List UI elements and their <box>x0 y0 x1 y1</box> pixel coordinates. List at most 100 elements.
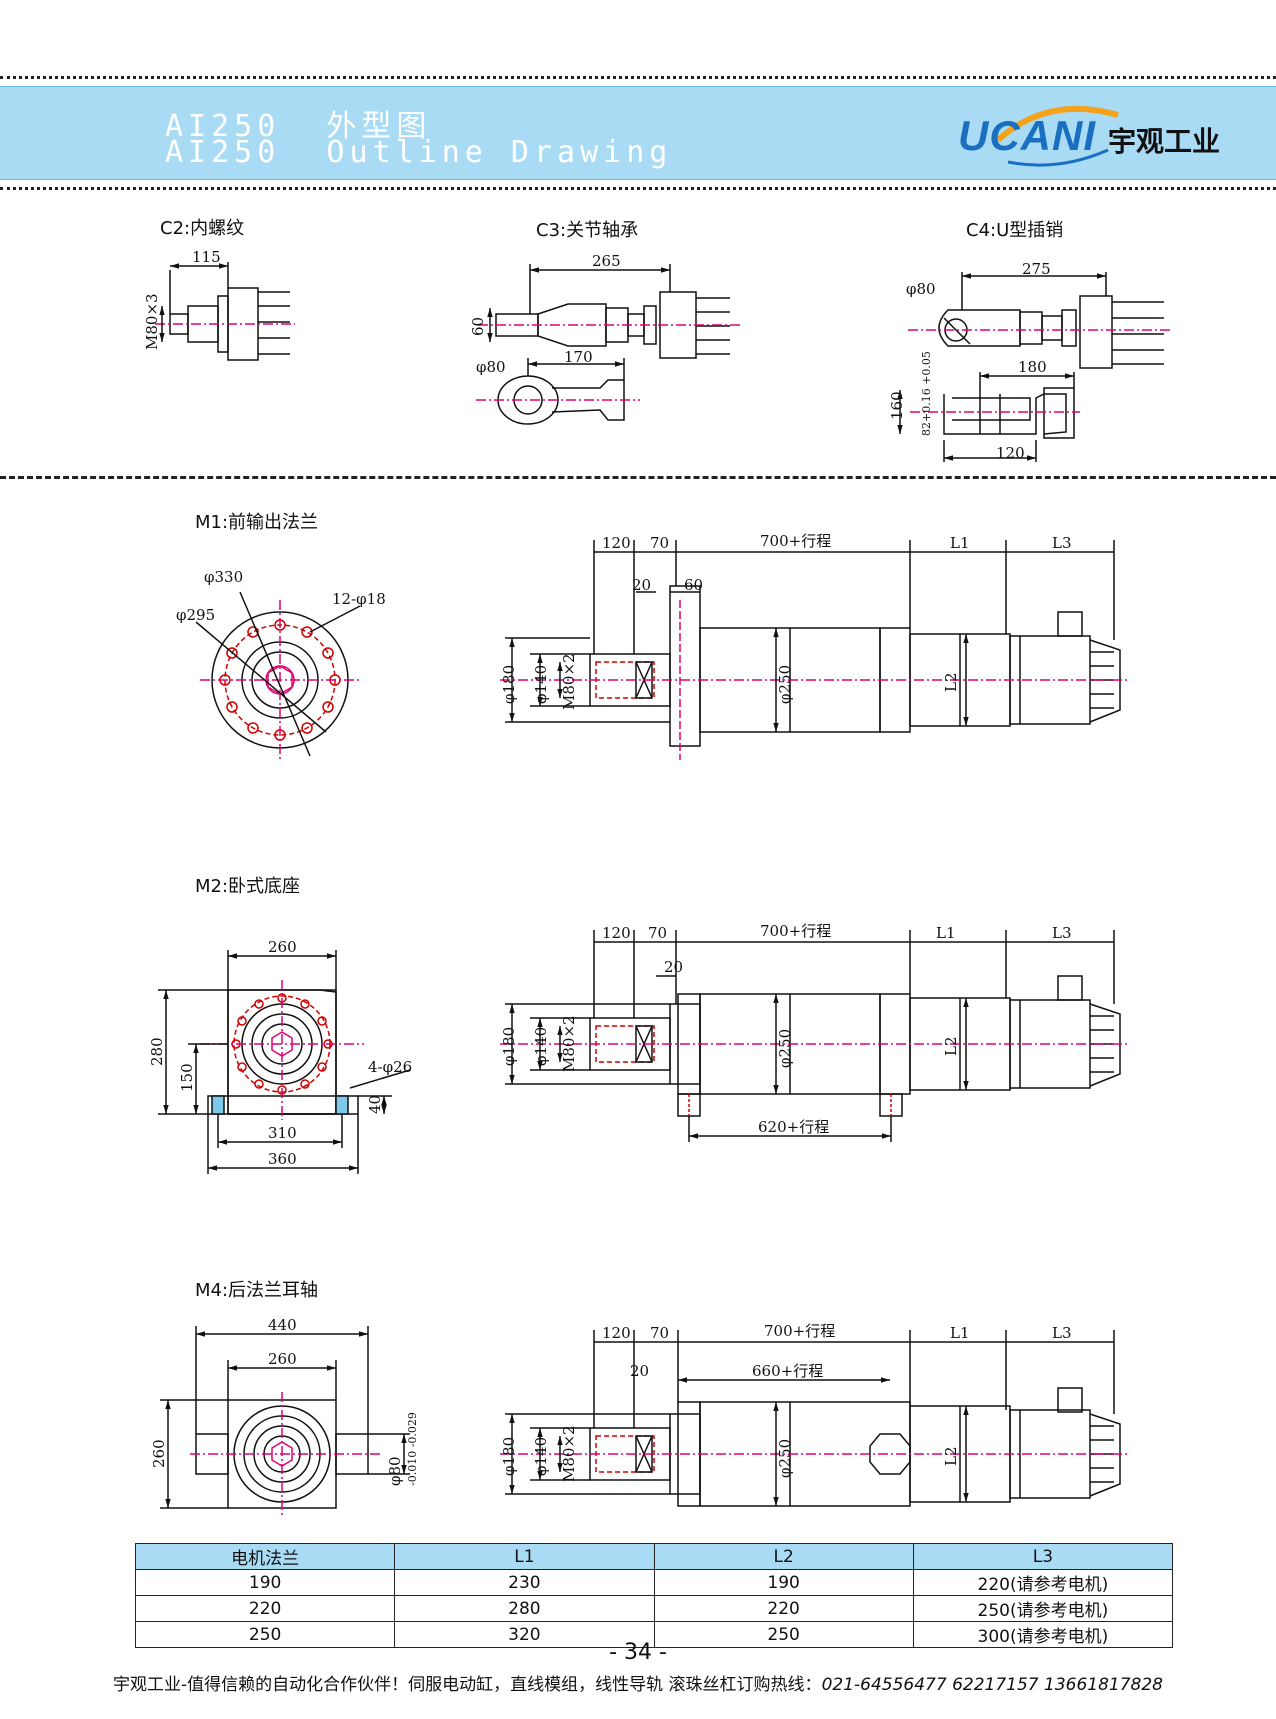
m4-dim-660: 660+行程 <box>752 1362 823 1380</box>
label-m1: M1:前输出法兰 <box>195 512 319 533</box>
m2-dim-40: 40 <box>366 1095 384 1114</box>
drawing-c2 <box>155 262 295 361</box>
c4-dim-120: 120 <box>996 444 1025 462</box>
m4-dim-70: 70 <box>650 1324 669 1342</box>
table-cell: 220 <box>134 1595 396 1622</box>
m2-dim-phi140: φ140 <box>532 1027 550 1066</box>
table-cell: 190 <box>134 1569 396 1596</box>
c3-dim-265: 265 <box>592 252 621 270</box>
header-bottom-dotted-rule <box>0 187 1276 190</box>
m1-dim-phi330: φ330 <box>204 568 243 586</box>
label-c4: C4:U型插销 <box>966 220 1064 241</box>
m1-dim-60: 60 <box>684 576 703 594</box>
table-cell: 190 <box>653 1569 914 1596</box>
table-cell: 250 <box>653 1621 914 1648</box>
m2-dim-phi180: φ180 <box>500 1027 518 1066</box>
label-m2: M2:卧式底座 <box>195 876 301 897</box>
m2-dim-stroke: 700+行程 <box>760 922 831 940</box>
title-cn: AI250 外型图 <box>165 109 432 144</box>
table-header: L3 <box>912 1543 1174 1570</box>
m1-dim-phi180: φ180 <box>500 665 518 704</box>
m4-dim-260w: 260 <box>268 1350 297 1368</box>
table-header-row: 电机法兰 L1 L2 L3 <box>134 1543 1174 1570</box>
table-row: 250 320 250 300(请参考电机) <box>134 1621 1174 1648</box>
m4-dim-tol: -0.010 -0.029 <box>406 1412 419 1486</box>
m1-dim-holes: 12-φ18 <box>332 590 386 608</box>
drawing-m2-front <box>158 950 411 1174</box>
m4-dim-120: 120 <box>602 1324 631 1342</box>
c4-dim-275: 275 <box>1022 260 1051 278</box>
drawing-c4 <box>897 272 1170 462</box>
m1-dim-20: 20 <box>632 576 651 594</box>
footer-text: 宇观工业-值得信赖的自动化合作伙伴！伺服电动缸，直线模组，线性导轨 滚珠丝杠订购… <box>113 1675 822 1695</box>
m4-dim-phi140: φ140 <box>532 1437 550 1476</box>
m2-dim-20: 20 <box>664 958 683 976</box>
c4-dim-180: 180 <box>1018 358 1047 376</box>
footer: 宇观工业-值得信赖的自动化合作伙伴！伺服电动缸，直线模组，线性导轨 滚珠丝杠订购… <box>0 1670 1276 1695</box>
c4-dim-phi80: φ80 <box>906 280 936 298</box>
label-c2: C2:内螺纹 <box>160 218 245 239</box>
m2-dim-L1: L1 <box>936 924 956 942</box>
c3-dim-60: 60 <box>469 317 487 336</box>
m2-dim-260: 260 <box>268 938 297 956</box>
m1-dim-120: 120 <box>602 534 631 552</box>
m2-dim-L2: L2 <box>942 1036 960 1056</box>
page-number: - 34 - <box>609 1640 667 1665</box>
m2-dim-phi250: φ250 <box>776 1029 794 1068</box>
brand-name: UCANI <box>958 112 1096 159</box>
m4-dim-L3: L3 <box>1052 1324 1072 1342</box>
m4-dim-phi80: φ80 <box>386 1456 404 1486</box>
table-cell: 280 <box>394 1595 655 1622</box>
m1-dim-phi140: φ140 <box>532 665 550 704</box>
m1-dim-L2: L2 <box>942 672 960 692</box>
label-m4: M4:后法兰耳轴 <box>195 1280 319 1301</box>
c2-dim-thread: M80×3 <box>143 293 161 350</box>
m2-dim-thread: M80×2 <box>560 1015 578 1072</box>
m2-dim-150: 150 <box>178 1063 196 1092</box>
drawing-c3 <box>476 264 740 425</box>
m4-dim-phi250: φ250 <box>776 1439 794 1478</box>
c3-dim-170: 170 <box>564 348 593 366</box>
table-header: L1 <box>394 1543 655 1570</box>
m4-dim-L1: L1 <box>950 1324 970 1342</box>
table-header: 电机法兰 <box>134 1543 396 1570</box>
section-separator <box>0 476 1276 479</box>
m4-dim-phi180: φ180 <box>500 1437 518 1476</box>
drawing-m1-side <box>500 540 1130 760</box>
m2-dim-70: 70 <box>648 924 667 942</box>
c4-dim-160: 160 <box>888 391 906 420</box>
table-cell: 300(请参考电机) <box>912 1621 1174 1648</box>
table-cell: 250(请参考电机) <box>912 1595 1174 1622</box>
brand-name-cn: 宇观工业 <box>1108 125 1221 158</box>
drawing-m4-side <box>500 1330 1130 1507</box>
m1-dim-L3: L3 <box>1052 534 1072 552</box>
m2-dim-280: 280 <box>148 1037 166 1066</box>
m1-dim-L1: L1 <box>950 534 970 552</box>
m4-dim-440: 440 <box>268 1316 297 1334</box>
c4-dim-tol: 82+0.16 +0.05 <box>920 351 933 436</box>
m1-dim-phi250: φ250 <box>776 665 794 704</box>
table-cell: 220 <box>653 1595 914 1622</box>
m4-dim-thread: M80×2 <box>560 1425 578 1482</box>
m1-dim-thread: M80×2 <box>560 653 578 710</box>
drawing-m2-side <box>500 930 1130 1142</box>
m4-dim-20: 20 <box>630 1362 649 1380</box>
m1-dim-phi295: φ295 <box>176 606 215 624</box>
m2-dim-holes: 4-φ26 <box>368 1058 412 1076</box>
table-row: 220 280 220 250(请参考电机) <box>134 1595 1174 1622</box>
drawing-m4-front <box>160 1326 410 1516</box>
table-cell: 320 <box>394 1621 655 1648</box>
c2-dim-115: 115 <box>192 248 221 266</box>
m2-dim-310: 310 <box>268 1124 297 1142</box>
top-dotted-rule <box>0 76 1276 79</box>
m1-dim-stroke: 700+行程 <box>760 532 831 550</box>
m2-dim-L3: L3 <box>1052 924 1072 942</box>
m1-dim-70: 70 <box>650 534 669 552</box>
dimension-table: 电机法兰 L1 L2 L3 190 230 190 220(请参考电机) 220… <box>134 1543 1174 1648</box>
drawing-m1-flange <box>195 591 361 760</box>
c3-dim-phi80: φ80 <box>476 358 506 376</box>
footer-hotline: 021-64556477 62217157 13661817828 <box>821 1675 1163 1695</box>
m2-dim-620: 620+行程 <box>758 1118 829 1136</box>
table-cell: 250 <box>134 1621 396 1648</box>
